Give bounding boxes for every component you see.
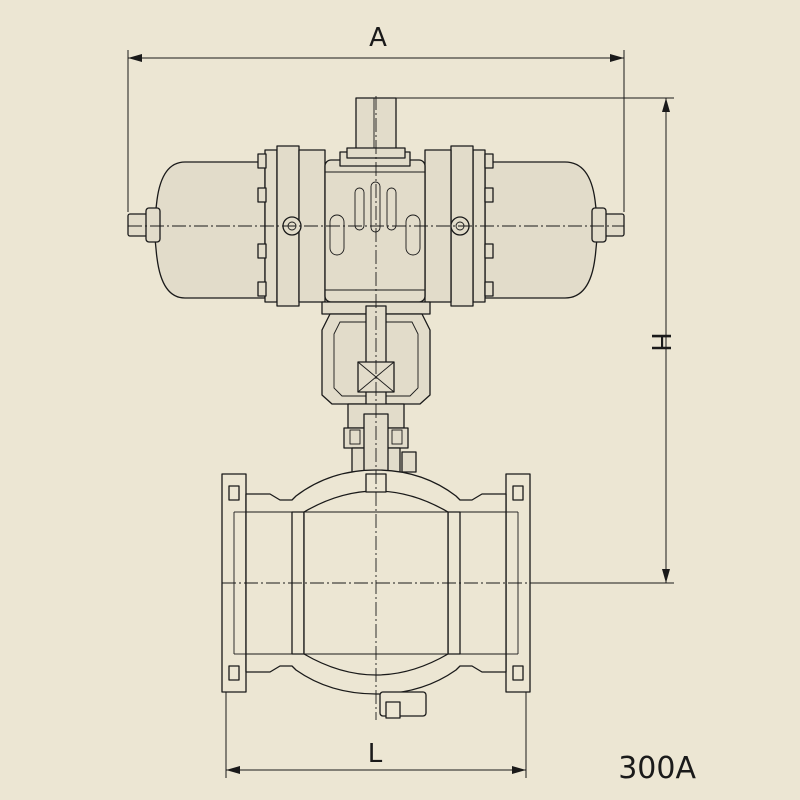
dimension-a-label: A (369, 23, 387, 53)
actuator-center-housing (324, 159, 426, 303)
actuator-right-cap (484, 161, 598, 299)
pneumatic-actuator (127, 97, 625, 307)
dimension-l (225, 692, 527, 778)
actuator-left-bolts (257, 153, 267, 297)
dimension-a (127, 50, 625, 212)
actuator-left-cap (154, 161, 266, 299)
model-label: 300A (618, 751, 696, 786)
actuator-right-bolts (484, 153, 494, 297)
right-port-fitting (603, 213, 625, 237)
left-port-fitting (127, 213, 149, 237)
mounting-bracket (321, 301, 431, 495)
dimension-l-label: L (368, 739, 383, 769)
dimension-h-label: H (645, 332, 675, 352)
dimension-h (396, 97, 674, 584)
